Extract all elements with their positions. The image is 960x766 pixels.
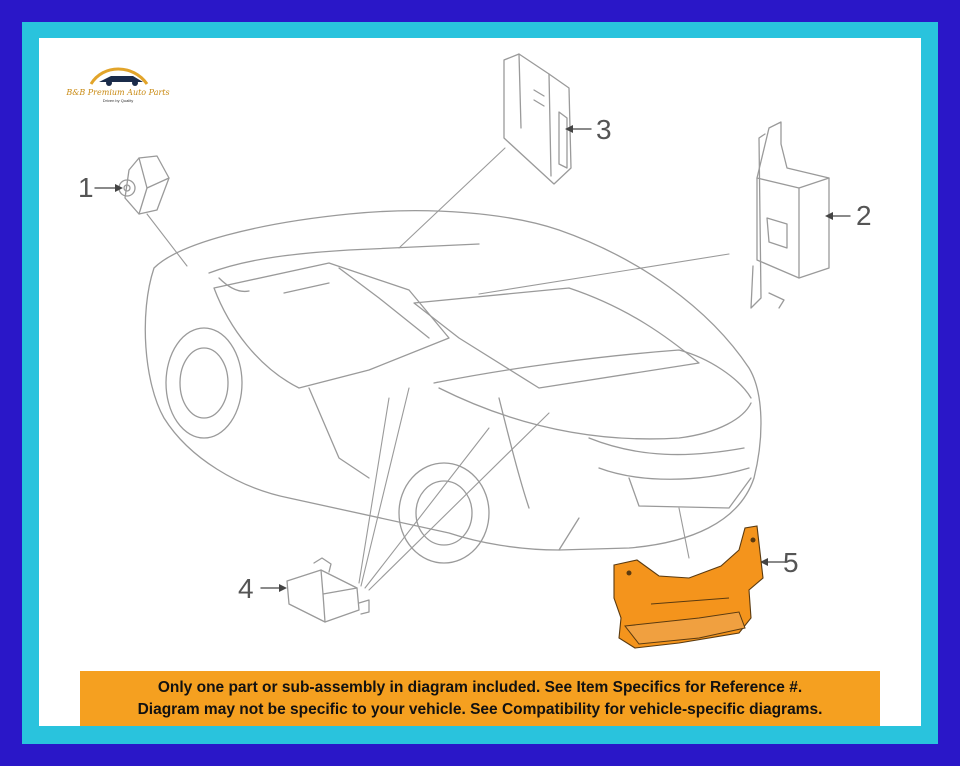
notice-line-2: Diagram may not be specific to your vehi… xyxy=(137,701,823,718)
part-1-sensor-icon xyxy=(118,155,170,215)
leader-lines xyxy=(146,147,730,591)
part-4-antenna-icon xyxy=(286,557,370,623)
part-2-module-icon xyxy=(750,121,830,309)
notice-line-1: Only one part or sub-assembly in diagram… xyxy=(157,679,803,696)
parts-diagram xyxy=(94,53,851,649)
car-logo-icon xyxy=(89,67,149,86)
part-3-computer-icon xyxy=(503,53,572,185)
callout-arrows xyxy=(94,128,851,589)
part-5-highlighted-bracket-icon xyxy=(613,525,764,649)
brand-name: B&B Premium Auto Parts xyxy=(66,88,170,97)
car-outline-icon xyxy=(144,210,762,564)
callout-1: 1 xyxy=(78,172,94,203)
callout-2: 2 xyxy=(856,200,872,231)
callout-3: 3 xyxy=(596,114,612,145)
notice-banner: Only one part or sub-assembly in diagram… xyxy=(80,671,880,726)
diagram-canvas: B&B Premium Auto Parts Driven by Quality… xyxy=(39,38,921,726)
brand-logo: B&B Premium Auto Parts Driven by Quality xyxy=(63,58,173,108)
brand-tagline: Driven by Quality xyxy=(102,98,134,103)
callout-5: 5 xyxy=(783,547,799,578)
callout-4: 4 xyxy=(238,573,254,604)
